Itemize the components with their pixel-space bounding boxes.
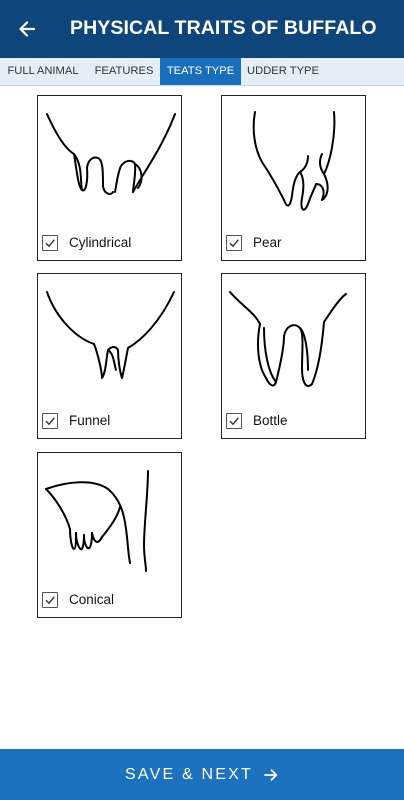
checkmark-icon [45, 596, 55, 605]
back-button[interactable] [10, 12, 44, 46]
teat-type-card-funnel[interactable]: Funnel [37, 273, 182, 439]
pear-checkbox[interactable] [226, 235, 242, 251]
pear-label: Pear [253, 235, 282, 250]
page-title: PHYSICAL TRAITS OF BUFFALO [70, 17, 377, 39]
cylindrical-teat-illustration [46, 113, 176, 195]
funnel-teat-illustration [46, 291, 175, 379]
checkmark-icon [229, 417, 239, 426]
tab-full-animal[interactable]: FULL ANIMAL [7, 65, 79, 77]
tab-teats-type[interactable]: TEATS TYPE [160, 58, 241, 85]
conical-label: Conical [69, 592, 115, 607]
pear-teat-illustration [252, 111, 336, 211]
save-and-next-button[interactable]: SAVE & NEXT [0, 749, 404, 800]
conical-checkbox[interactable] [42, 592, 58, 608]
teat-type-card-bottle[interactable]: Bottle [221, 273, 366, 439]
save-and-next-label: SAVE & NEXT [125, 765, 253, 783]
funnel-checkbox[interactable] [42, 413, 58, 429]
tab-bar: FULL ANIMAL FEATURES TEATS TYPE UDDER TY… [0, 58, 404, 86]
checkmark-icon [45, 417, 55, 426]
cylindrical-checkbox[interactable] [42, 235, 58, 251]
bottle-label: Bottle [253, 413, 288, 428]
teat-type-card-cylindrical[interactable]: Cylindrical [37, 95, 182, 261]
teat-type-card-conical[interactable]: Conical [37, 452, 182, 618]
checkmark-icon [229, 239, 239, 248]
cylindrical-label: Cylindrical [69, 235, 132, 250]
funnel-label: Funnel [69, 413, 111, 428]
arrow-left-icon [19, 21, 36, 37]
app-bar: PHYSICAL TRAITS OF BUFFALO [0, 0, 404, 58]
bottle-checkbox[interactable] [226, 413, 242, 429]
tab-features[interactable]: FEATURES [94, 65, 154, 77]
tab-udder-type[interactable]: UDDER TYPE [247, 65, 319, 77]
arrow-right-icon [263, 767, 279, 783]
checkmark-icon [45, 239, 55, 248]
bottle-teat-illustration [229, 291, 347, 387]
teat-type-card-pear[interactable]: Pear [221, 95, 366, 261]
conical-teat-illustration [45, 470, 149, 572]
